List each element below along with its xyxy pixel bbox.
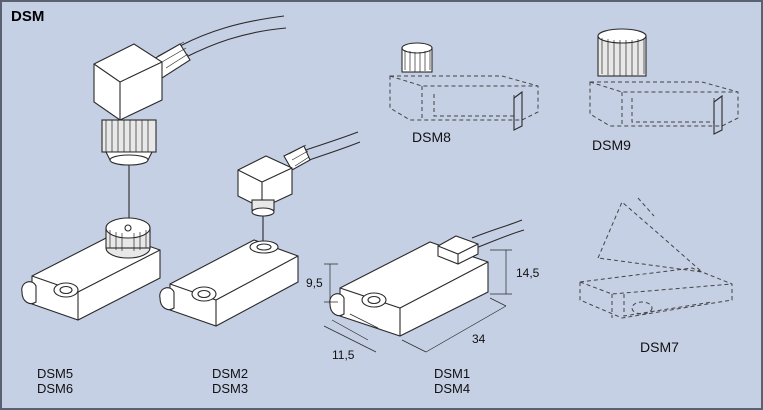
label-dsm5: DSM5	[37, 366, 74, 381]
dsm5-sensor-body	[21, 217, 161, 321]
label-dsm6: DSM6	[37, 381, 74, 396]
dsm2-sensor-body	[159, 239, 299, 327]
label-dsm9: DSM9	[592, 137, 631, 153]
dimension-width: 11,5	[332, 348, 355, 362]
dsm7-outline	[579, 197, 733, 319]
dsm1-cable	[471, 219, 525, 249]
dsm1-sensor-body	[329, 235, 489, 337]
dsm5-connector-cable	[179, 15, 287, 59]
dsm9-outline	[589, 28, 739, 135]
dimension-height-b: 14,5	[516, 266, 540, 280]
dsm5-angled-plug-body	[93, 43, 163, 121]
dsm5-knurled-nut	[101, 119, 157, 166]
dimension-length: 34	[472, 332, 486, 346]
label-dsm2: DSM2	[212, 366, 249, 381]
label-dsm3: DSM3	[212, 381, 249, 396]
label-dsm7: DSM7	[640, 339, 679, 355]
dsm2-angled-plug-body	[237, 155, 293, 217]
dimension-lines	[323, 249, 512, 353]
dsm8-outline	[389, 42, 539, 131]
label-dsm8: DSM8	[412, 129, 451, 145]
label-dsm1: DSM1	[434, 366, 471, 381]
diagram-title: DSM	[11, 8, 45, 25]
dsm2-cable-gland	[283, 144, 311, 171]
label-dsm4: DSM4	[434, 381, 471, 396]
dimension-height-a: 9,5	[306, 276, 323, 290]
